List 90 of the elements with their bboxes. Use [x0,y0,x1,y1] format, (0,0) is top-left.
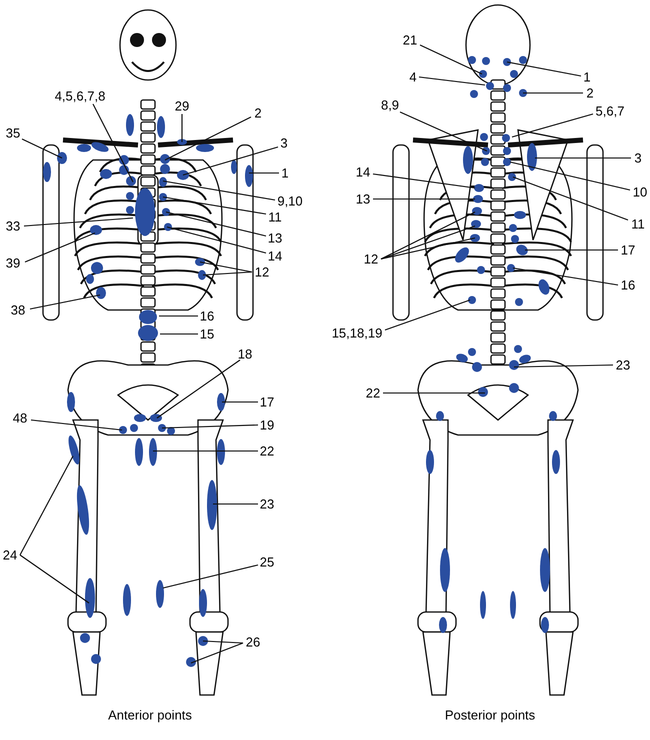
callout-number: 26 [246,636,260,648]
leader-line [506,61,582,77]
leader-line [160,333,198,335]
leader-line [512,176,628,221]
callout-number: 1 [281,166,289,180]
callout-number: 11 [631,218,645,230]
callout-number: 1 [583,70,591,84]
callout-number: 22 [366,386,380,400]
callout-number: 15 [200,328,214,340]
callout-number: 12 [254,266,270,278]
leader-line [166,226,266,254]
callout-number: 13 [356,192,370,206]
callout-number: 14 [356,166,370,178]
leader-line [383,392,485,394]
leader-line [213,503,258,505]
callout-number: 3 [634,152,642,164]
callout-number: 8,9 [380,98,400,112]
callout-number: 16 [620,278,636,292]
callout-number: 29 [174,100,190,112]
callout-number: 38 [10,304,26,316]
leader-line [380,237,476,260]
callout-number: 23 [616,358,630,372]
leader-line [24,217,134,227]
callout-number: 25 [260,556,274,568]
leader-line [22,138,62,158]
figure-caption: Posterior points [444,708,536,722]
leader-line [200,261,252,273]
callout-number: 33 [6,220,20,232]
callout-number: 16 [200,310,214,322]
leader-line [162,196,266,215]
leader-line [166,211,266,237]
callout-number: 10 [632,186,648,198]
callout-number: 15,18,19 [332,326,382,340]
callout-number: 48 [12,412,28,424]
callout-number: 17 [620,244,636,256]
callout-number: 14 [268,250,282,262]
callout-number: 18 [238,348,252,360]
callout-number: 2 [254,106,262,120]
leader-line [162,424,258,429]
leader-line [159,315,198,317]
leader-line [202,640,244,644]
callout-number: 4,5,6,7,8 [54,90,106,102]
leader-line [372,173,476,189]
leader-line [523,92,583,94]
leader-line [162,180,276,201]
leader-line [24,232,96,262]
callout-number: 24 [2,548,18,562]
leader-line [380,225,476,260]
callout-number: 11 [268,210,282,224]
leader-line [512,267,618,286]
callout-number: 12 [364,252,378,266]
leader-line [153,450,258,452]
leader-line [380,212,476,260]
callout-number: 5,6,7 [596,104,624,118]
callout-number: 17 [260,396,274,408]
leader-line [514,364,614,368]
leader-line [373,198,475,200]
callout-number: 19 [260,418,274,432]
callout-number: 2 [586,86,594,100]
leader-line [420,44,482,74]
leader-line [20,554,90,604]
leader-line [162,564,258,589]
leader-line [512,113,594,138]
callout-number: 23 [260,498,274,510]
leader-line [182,146,278,176]
leader-line [164,116,252,160]
leader-line [400,112,488,152]
leader-line [535,157,631,159]
leader-line [384,299,470,331]
leader-line [249,172,279,174]
leader-line [190,642,244,664]
leader-line [30,419,122,431]
leader-line [92,104,134,182]
leader-line [525,249,618,251]
leader-line [222,401,258,403]
figure-caption: Anterior points [108,708,192,722]
callout-number: 21 [402,34,418,46]
leader-line [418,76,486,86]
leader-line [181,114,183,142]
callout-number: 35 [6,126,20,140]
leader-line [202,271,252,276]
callout-number: 13 [268,232,282,244]
callout-number: 22 [260,444,274,458]
callout-number: 39 [6,256,20,270]
callout-number: 9,10 [277,194,303,208]
leader-line [510,161,630,191]
leader-line [156,360,240,418]
callout-number: 4 [409,70,417,84]
callout-number: 3 [280,136,288,150]
leader-line [20,456,74,556]
